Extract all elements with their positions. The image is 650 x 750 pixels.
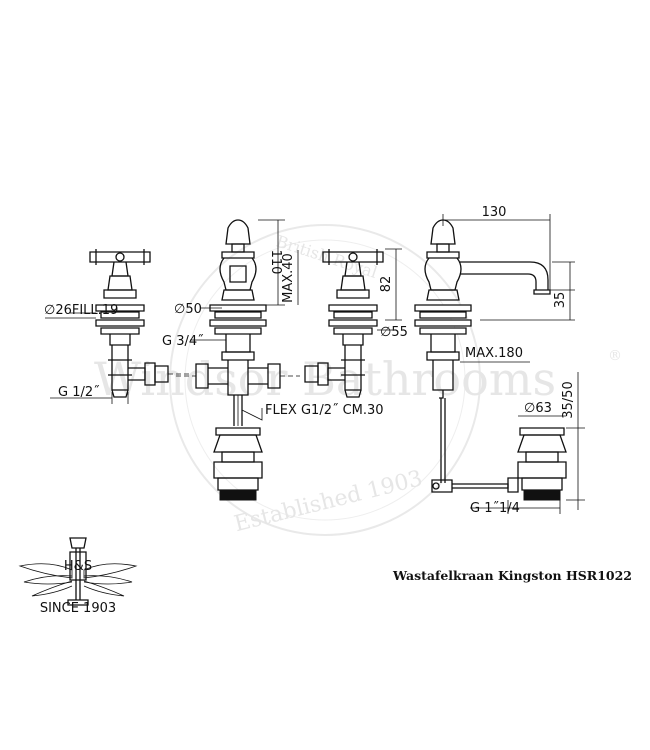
hs-logo: H&S SINCE 1903 — [18, 537, 138, 616]
right-tap-dims: 82 ∅55 — [377, 248, 408, 340]
center-spout — [176, 219, 300, 426]
dim-spout-thread: G 3/4˝ — [162, 334, 204, 349]
dim-waste-diameter: ∅63 — [524, 401, 552, 416]
dim-spout-base-diameter: ∅50 — [174, 302, 202, 317]
side-waste — [507, 427, 567, 501]
dim-spout-height: 110 — [268, 250, 283, 275]
side-spout — [414, 219, 551, 493]
dim-flex-hose: FLEX G1/2˝ CM.30 — [265, 403, 384, 418]
watermark-bottom-text: Established 1903 — [232, 466, 425, 537]
left-tap — [89, 249, 190, 398]
logo-monogram: H&S — [64, 559, 92, 574]
dim-rod-max: MAX.180 — [465, 346, 523, 361]
left-tap-dims: ∅26FILL.19 G 1/2˝ — [44, 303, 129, 404]
center-dims: ∅50 G 3/4˝ 110 MAX.40 FLEX G1/2˝ CM.30 — [162, 219, 384, 421]
center-waste — [213, 427, 263, 501]
dim-waste-thread: G 1˝1/4 — [470, 501, 520, 516]
dim-tap-base-diameter: ∅55 — [380, 325, 408, 340]
dim-tap-connection-diameter: ∅26FILL.19 — [44, 303, 118, 318]
watermark-main-text: Windsor Bathrooms — [94, 352, 556, 406]
side-dims: 130 35 MAX.180 ∅63 35/50 G 1˝1/4 — [442, 205, 585, 516]
dim-tap-height: 82 — [379, 276, 394, 293]
right-tap — [304, 249, 384, 398]
dim-spout-outlet-height: 35 — [553, 292, 568, 309]
product-title: Wastafelkraan Kingston HSR1022 — [392, 568, 632, 583]
dim-tap-inlet-thread: G 1/2˝ — [58, 385, 100, 400]
dim-waste-height: 35/50 — [561, 381, 576, 418]
dim-spout-max: MAX.40 — [281, 253, 296, 303]
logo-caption: SINCE 1903 — [40, 601, 116, 616]
watermark-registered: ® — [608, 348, 622, 364]
dim-spout-projection: 130 — [482, 205, 507, 220]
